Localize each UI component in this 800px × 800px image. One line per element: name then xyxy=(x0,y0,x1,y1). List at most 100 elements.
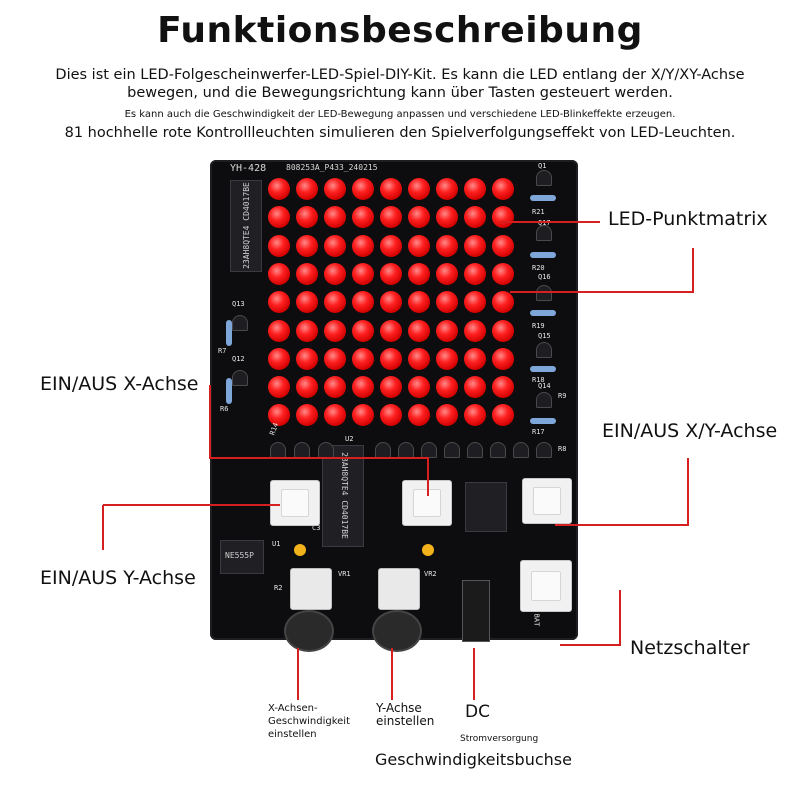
led-dot xyxy=(492,178,514,200)
description-line-1: Dies ist ein LED-Folgescheinwerfer-LED-S… xyxy=(55,67,745,83)
led-dot xyxy=(352,376,374,399)
dc-power-jack[interactable] xyxy=(462,580,490,642)
led-dot xyxy=(380,291,402,314)
label-dc-supply: Stromversorgung xyxy=(460,734,539,744)
led-dot xyxy=(492,347,514,370)
transistor-q12 xyxy=(232,370,248,386)
silk-r6: R6 xyxy=(220,405,229,413)
led-dot xyxy=(296,347,318,370)
transistor-row-item xyxy=(490,442,506,458)
resistor-r21 xyxy=(530,195,556,201)
led-dot xyxy=(352,319,374,342)
label-x-axis: EIN/AUS X-Achse xyxy=(40,373,199,395)
label-led-matrix: LED-Punktmatrix xyxy=(608,208,768,230)
silk-c3: C3 xyxy=(312,524,321,532)
silk-r7: R7 xyxy=(218,347,227,355)
led-dot xyxy=(492,262,514,285)
led-dot xyxy=(492,404,514,427)
description-line-4: 81 hochhelle rote Kontrollleuchten simul… xyxy=(64,125,736,141)
transistor-row-item xyxy=(467,442,483,458)
led-dot xyxy=(324,404,346,427)
led-dot xyxy=(296,404,318,427)
button-y-axis[interactable] xyxy=(270,480,320,526)
led-dot xyxy=(324,178,346,200)
led-dot xyxy=(380,206,402,229)
led-dot xyxy=(268,291,290,314)
led-dot xyxy=(436,347,458,370)
led-matrix xyxy=(268,178,520,433)
led-dot xyxy=(268,262,290,285)
led-dot xyxy=(324,376,346,399)
led-dot xyxy=(492,376,514,399)
led-dot xyxy=(436,376,458,399)
decade-counter-chip-1: 23AH8QTE4 CD4017BE xyxy=(230,180,262,272)
timer-chip-ne555: NE555P xyxy=(220,540,264,574)
led-dot xyxy=(436,234,458,257)
led-dot xyxy=(492,319,514,342)
led-dot xyxy=(464,234,486,257)
led-dot xyxy=(268,206,290,229)
transistor-q1 xyxy=(536,170,552,186)
potentiometer-x-speed[interactable] xyxy=(284,610,334,652)
transistor-q15 xyxy=(536,342,552,358)
potentiometer-x-base xyxy=(290,568,332,610)
button-y-axis-cap[interactable] xyxy=(281,489,309,517)
led-dot xyxy=(352,404,374,427)
silk-u2: U2 xyxy=(345,435,354,443)
led-dot xyxy=(436,178,458,200)
led-dot xyxy=(268,404,290,427)
pcb-board: YH-428 808253A_P433_240215 23AH8QTE4 CD4… xyxy=(210,160,578,652)
led-dot xyxy=(380,234,402,257)
leader-line xyxy=(510,248,694,293)
description-line-2: bewegen, und die Bewegungsrichtung kann … xyxy=(127,85,673,101)
led-dot xyxy=(408,319,430,342)
silk-u1: U1 xyxy=(272,540,281,548)
resistor-r18 xyxy=(530,366,556,372)
potentiometer-y-base xyxy=(378,568,420,610)
led-dot xyxy=(408,291,430,314)
led-dot xyxy=(352,206,374,229)
silk-q1: Q1 xyxy=(538,162,547,170)
led-dot xyxy=(436,262,458,285)
description-line-3: Es kann auch die Geschwindigkeit der LED… xyxy=(124,109,676,120)
silk-r20: R20 xyxy=(532,264,545,272)
button-power-cap[interactable] xyxy=(531,571,561,601)
led-dot xyxy=(436,206,458,229)
leader-line xyxy=(555,458,689,526)
page-title: Funktionsbeschreibung xyxy=(157,10,643,51)
led-dot xyxy=(436,404,458,427)
silk-vr1: VR1 xyxy=(338,570,351,578)
led-dot xyxy=(296,178,318,200)
led-dot xyxy=(408,404,430,427)
led-dot xyxy=(408,262,430,285)
led-dot xyxy=(380,404,402,427)
silk-r17: R17 xyxy=(532,428,545,436)
label-y-speed: Y-Achse einstellen xyxy=(376,701,435,728)
led-dot xyxy=(380,262,402,285)
label-xy-axis: EIN/AUS X/Y-Achse xyxy=(602,420,778,442)
leader-line xyxy=(209,385,429,496)
button-power[interactable] xyxy=(520,560,572,612)
logic-chip-small xyxy=(465,482,507,532)
silk-vr2: VR2 xyxy=(424,570,437,578)
transistor-q17 xyxy=(536,225,552,241)
led-dot xyxy=(380,376,402,399)
silk-r8: R8 xyxy=(558,445,567,453)
label-x-speed: X-Achsen-Geschwindigkeit einstellen xyxy=(268,703,351,740)
silk-r18: R18 xyxy=(532,376,545,384)
button-xy-axis[interactable] xyxy=(522,478,572,524)
led-dot xyxy=(408,234,430,257)
silk-r9: R9 xyxy=(558,392,567,400)
led-dot xyxy=(380,319,402,342)
transistor-q13 xyxy=(232,315,248,331)
board-code: 808253A_P433_240215 xyxy=(286,163,378,172)
led-dot xyxy=(324,262,346,285)
potentiometer-y-speed[interactable] xyxy=(372,610,422,652)
led-dot xyxy=(268,376,290,399)
led-dot xyxy=(324,347,346,370)
led-dot xyxy=(408,347,430,370)
button-xy-axis-cap[interactable] xyxy=(533,487,561,515)
led-dot xyxy=(464,178,486,200)
led-dot xyxy=(436,291,458,314)
led-dot xyxy=(492,291,514,314)
